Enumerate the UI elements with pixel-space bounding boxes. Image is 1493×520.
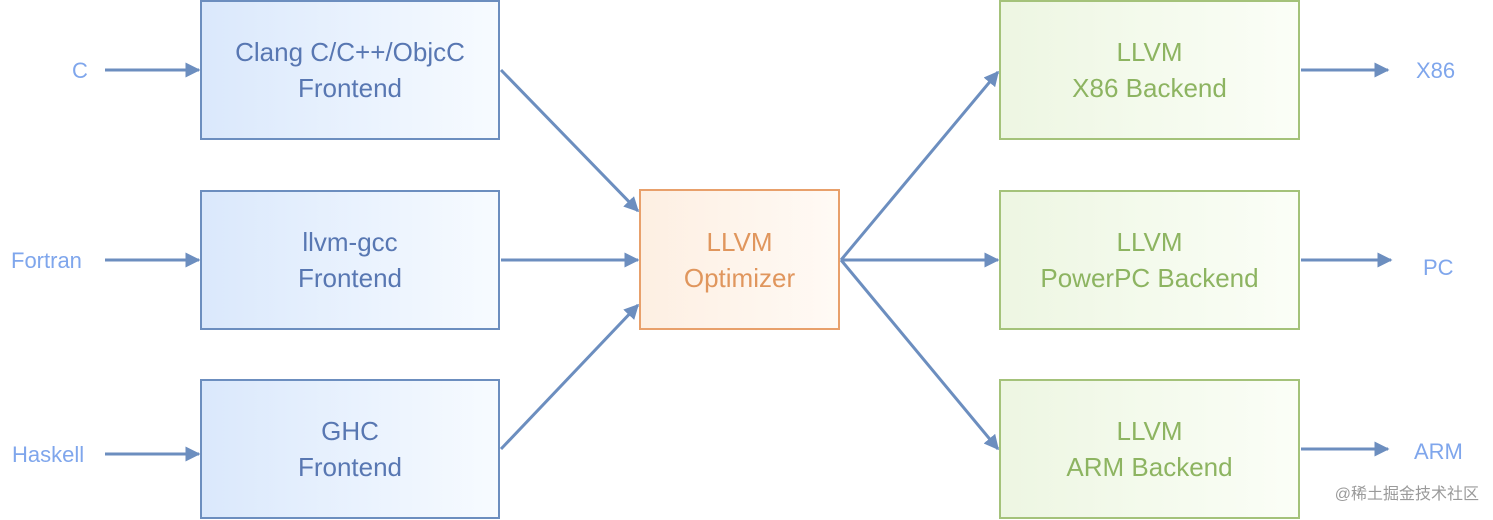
llvm-gcc-frontend-title: llvm-gcc [302, 227, 398, 257]
powerpc-backend-subtitle: PowerPC Backend [1040, 263, 1259, 293]
x86-backend-title: LLVM [1116, 37, 1183, 67]
input-label-fortran: Fortran [11, 248, 82, 273]
ghc-frontend-box: GHC Frontend [200, 379, 500, 519]
edge-ghc-to-optimizer [499, 303, 640, 451]
output-label-pc: PC [1423, 255, 1454, 280]
llvm-gcc-frontend-subtitle: Frontend [297, 263, 403, 293]
output-label-arm: ARM [1414, 439, 1463, 464]
optimizer-title: LLVM [706, 226, 773, 257]
edge-clang-to-optimizer [499, 68, 640, 213]
input-label-haskell: Haskell [12, 442, 85, 467]
llvm-gcc-frontend-box: llvm-gcc Frontend [200, 190, 500, 330]
output-label-x86: X86 [1416, 58, 1456, 83]
arm-backend-subtitle: ARM Backend [1066, 452, 1233, 482]
ghc-frontend-subtitle: Frontend [297, 452, 403, 482]
ghc-frontend-title: GHC [321, 416, 379, 446]
clang-frontend-box: Clang C/C++/ObjcC Frontend [200, 0, 500, 140]
optimizer-subtitle: Optimizer [683, 262, 796, 293]
x86-backend-box: LLVM X86 Backend [999, 0, 1300, 140]
powerpc-backend-title: LLVM [1116, 227, 1183, 257]
x86-backend-subtitle: X86 Backend [1072, 73, 1227, 103]
edge-optimizer-to-arm [839, 259, 1000, 451]
edge-optimizer-to-x86 [839, 70, 1000, 261]
watermark-text: @稀土掘金技术社区 [1334, 486, 1479, 503]
powerpc-backend-box: LLVM PowerPC Backend [999, 190, 1300, 330]
arm-backend-title: LLVM [1116, 416, 1183, 446]
input-label-c: C [72, 58, 88, 83]
clang-frontend-subtitle: Frontend [297, 73, 403, 103]
clang-frontend-title: Clang C/C++/ObjcC [235, 37, 465, 67]
llvm-optimizer-box: LLVM Optimizer [639, 189, 840, 330]
arm-backend-box: LLVM ARM Backend [999, 379, 1300, 519]
